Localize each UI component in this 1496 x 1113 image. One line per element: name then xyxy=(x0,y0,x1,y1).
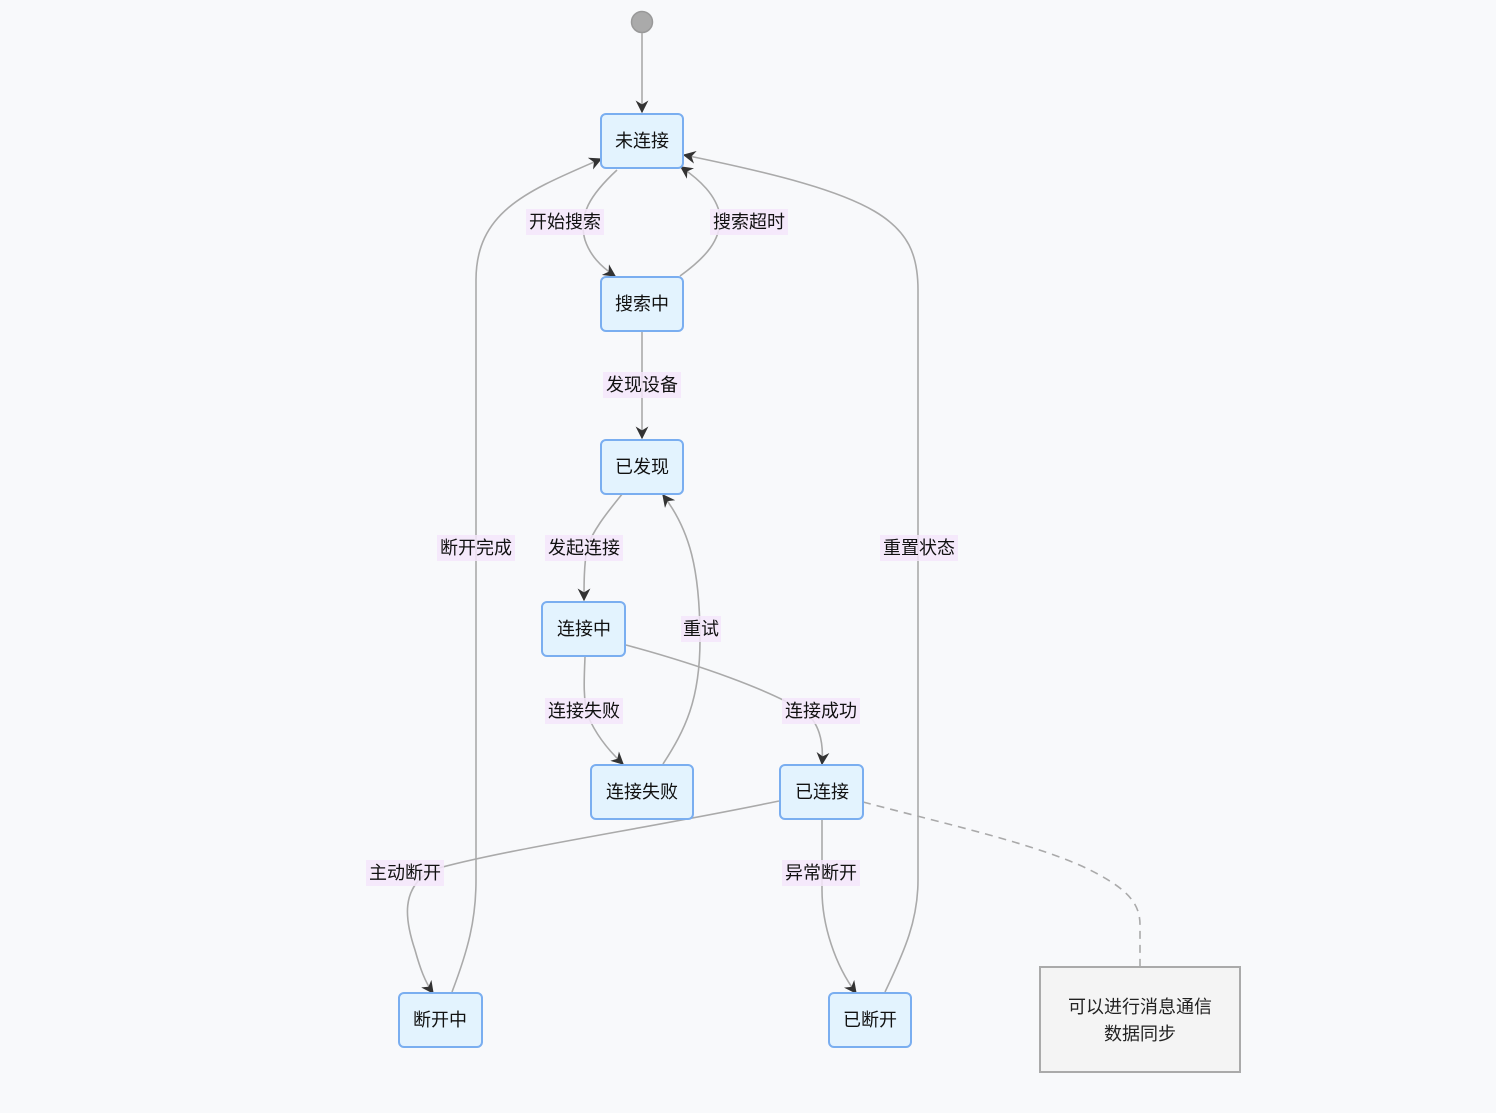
label-retry: 重试 xyxy=(683,619,719,640)
edge-labels: 开始搜索 搜索超时 发现设备 发起连接 重试 连接失败 连接成功 主动断开 异常… xyxy=(366,209,958,886)
edge-abnormal-disconnect xyxy=(821,820,857,995)
state-broken-label: 已断开 xyxy=(843,1010,897,1031)
edge-reset-state xyxy=(682,151,919,993)
edge-disconnect-done xyxy=(451,157,603,993)
state-disconnecting-label: 断开中 xyxy=(413,1010,467,1031)
state-searching: 搜索中 xyxy=(600,276,684,332)
state-failed: 连接失败 xyxy=(590,764,694,820)
state-searching-label: 搜索中 xyxy=(615,294,669,315)
label-connect-success: 连接成功 xyxy=(785,701,857,722)
label-reset-state: 重置状态 xyxy=(883,538,955,559)
label-disconnect-done: 断开完成 xyxy=(440,538,512,559)
state-disconnected-label: 未连接 xyxy=(615,131,669,152)
state-discovered-label: 已发现 xyxy=(615,457,669,478)
edge-manual-disconnect xyxy=(406,800,780,995)
state-connected: 已连接 xyxy=(779,764,864,820)
edges xyxy=(406,33,1141,995)
note-line-1: 可以进行消息通信 xyxy=(1068,997,1212,1018)
label-found-device: 发现设备 xyxy=(606,375,678,396)
note-line-2: 数据同步 xyxy=(1104,1024,1176,1045)
label-connect-fail: 连接失败 xyxy=(548,701,620,722)
state-connecting: 连接中 xyxy=(541,601,626,657)
state-connecting-label: 连接中 xyxy=(557,619,611,640)
label-abnormal-disconnect: 异常断开 xyxy=(785,863,857,884)
state-failed-label: 连接失败 xyxy=(606,782,678,803)
state-disconnected: 未连接 xyxy=(600,113,684,169)
label-manual-disconnect: 主动断开 xyxy=(369,863,441,884)
label-start-search: 开始搜索 xyxy=(529,212,601,233)
state-discovered: 已发现 xyxy=(600,439,684,495)
note-connector xyxy=(862,801,1141,966)
label-search-timeout: 搜索超时 xyxy=(713,212,785,233)
start-node xyxy=(630,10,654,34)
label-initiate-connect: 发起连接 xyxy=(548,538,620,559)
state-connected-label: 已连接 xyxy=(795,782,849,803)
state-disconnecting: 断开中 xyxy=(398,992,483,1048)
state-broken: 已断开 xyxy=(828,992,912,1048)
edge-start-search xyxy=(582,169,618,277)
note: 可以进行消息通信 数据同步 xyxy=(1039,966,1241,1073)
